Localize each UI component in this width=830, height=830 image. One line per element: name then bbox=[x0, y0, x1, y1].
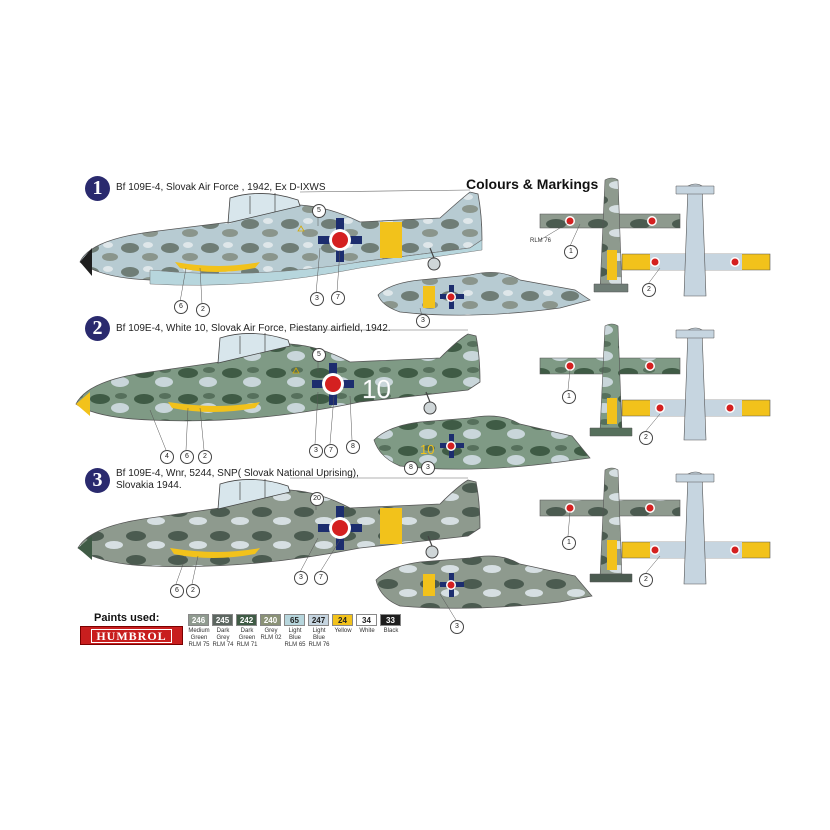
scheme-2-white-10: 10 bbox=[362, 374, 391, 404]
scheme-1-bottom-view bbox=[621, 183, 771, 297]
paint-label-line: White bbox=[359, 628, 375, 634]
paint-label-34: White bbox=[354, 628, 380, 635]
scheme-2-yellow-10: 10 bbox=[420, 442, 434, 457]
humbrol-logo-text: HUMBROL bbox=[91, 628, 172, 643]
paint-label-line: Dark bbox=[216, 628, 230, 634]
paint-label-line: Green bbox=[238, 635, 256, 641]
paint-swatch-246: 246 bbox=[188, 614, 209, 626]
callout-s2-bottom-2: 2 bbox=[639, 431, 653, 445]
callout-s1-2: 2 bbox=[196, 303, 210, 317]
scheme-3-badge: 3 bbox=[85, 468, 110, 493]
scheme-2-fuselage: 10 bbox=[75, 329, 481, 422]
scheme-3-roundel bbox=[318, 506, 362, 550]
callout-s3-7: 7 bbox=[314, 571, 328, 585]
colours-markings-heading: Colours & Markings bbox=[466, 176, 599, 192]
scheme-3-small-profile bbox=[375, 555, 593, 609]
callout-s2-small-3: 3 bbox=[421, 461, 435, 475]
callout-s2-3: 3 bbox=[309, 444, 323, 458]
callout-s3-small-3: 3 bbox=[450, 620, 464, 634]
paint-label-line: RLM 71 bbox=[236, 642, 258, 648]
callout-s1-top-1: 1 bbox=[564, 245, 578, 259]
humbrol-logo: HUMBROL bbox=[80, 626, 183, 645]
scheme-1-badge: 1 bbox=[85, 176, 110, 201]
callout-s3-20: 20 bbox=[310, 492, 324, 506]
scheme-1-title: Bf 109E-4, Slovak Air Force , 1942, Ex D… bbox=[116, 182, 326, 193]
callout-s3-top-1: 1 bbox=[562, 536, 576, 550]
scheme-2-top-view bbox=[539, 323, 681, 437]
scheme-2-roundel bbox=[312, 363, 354, 405]
rlm76-note: RLM 76 bbox=[530, 238, 552, 244]
paint-label-line: RLM 74 bbox=[212, 642, 234, 648]
paint-swatch-242: 242 bbox=[236, 614, 257, 626]
scheme-1-roundel bbox=[318, 218, 362, 262]
paint-swatch-33: 33 bbox=[380, 614, 401, 626]
paint-swatch-34: 34 bbox=[356, 614, 377, 626]
callout-s2-top-1: 1 bbox=[562, 390, 576, 404]
callout-s2-7: 7 bbox=[324, 444, 338, 458]
callout-s1-6: 6 bbox=[174, 300, 188, 314]
callout-s2-2: 2 bbox=[198, 450, 212, 464]
paint-swatch-245: 245 bbox=[212, 614, 233, 626]
scheme-3-fuselage bbox=[77, 477, 481, 568]
paint-label-line: Medium bbox=[188, 628, 210, 634]
paint-label-line: Grey bbox=[216, 635, 230, 641]
scheme-2-bottom-view bbox=[621, 327, 771, 441]
paint-label-line: Dark bbox=[240, 628, 254, 634]
callout-s2-6: 6 bbox=[180, 450, 194, 464]
paint-label-line: Black bbox=[383, 628, 399, 634]
paint-label-line: Blue bbox=[312, 635, 325, 641]
callout-s2-5: 5 bbox=[312, 348, 326, 362]
scheme-2-title: Bf 109E-4, White 10, Slovak Air Force, P… bbox=[116, 323, 391, 334]
paint-label-line: RLM 02 bbox=[260, 635, 282, 641]
paints-used-label: Paints used: bbox=[94, 612, 160, 624]
callout-s3-bottom-2: 2 bbox=[639, 573, 653, 587]
paint-label-line: Light bbox=[312, 628, 326, 634]
scheme-1-small-profile bbox=[377, 272, 591, 316]
paint-swatch-65: 65 bbox=[284, 614, 305, 626]
scheme-3-title-line2: Slovakia 1944. bbox=[116, 480, 182, 491]
paint-label-line: RLM 75 bbox=[188, 642, 210, 648]
scheme-1-fuselage bbox=[79, 189, 483, 286]
paint-label-line: RLM 65 bbox=[284, 642, 306, 648]
scheme-3-bottom-view bbox=[621, 471, 771, 585]
paint-label-line: Grey bbox=[264, 628, 278, 634]
paint-label-24: Yellow bbox=[330, 628, 356, 635]
callout-s1-3: 3 bbox=[310, 292, 324, 306]
paint-label-33: Black bbox=[378, 628, 404, 635]
scheme-1-top-view bbox=[539, 177, 681, 293]
paint-label-line: Blue bbox=[288, 635, 301, 641]
paint-label-line: Green bbox=[190, 635, 208, 641]
scheme-2-badge: 2 bbox=[85, 316, 110, 341]
paint-label-line: Yellow bbox=[334, 628, 352, 634]
callout-s1-bottom-2: 2 bbox=[642, 283, 656, 297]
callout-s3-2: 2 bbox=[186, 584, 200, 598]
callout-s2-small-8: 8 bbox=[404, 461, 418, 475]
paint-swatch-240: 240 bbox=[260, 614, 281, 626]
paint-label-line: Light bbox=[288, 628, 302, 634]
callout-s2-4: 4 bbox=[160, 450, 174, 464]
paint-swatch-24: 24 bbox=[332, 614, 353, 626]
scheme-3-top-view bbox=[539, 467, 681, 583]
callout-s1-small-3: 3 bbox=[416, 314, 430, 328]
scheme-2-small-profile: 10 bbox=[373, 415, 591, 470]
paint-swatch-247: 247 bbox=[308, 614, 329, 626]
callout-s1-5: 5 bbox=[312, 204, 326, 218]
scheme-3-title-line1: Bf 109E-4, Wnr, 5244, SNP( Slovak Nation… bbox=[116, 468, 359, 479]
paint-label-line: RLM 76 bbox=[308, 642, 330, 648]
callout-s2-8: 8 bbox=[346, 440, 360, 454]
callout-s3-6: 6 bbox=[170, 584, 184, 598]
callout-s1-7: 7 bbox=[331, 291, 345, 305]
callout-s3-3: 3 bbox=[294, 571, 308, 585]
